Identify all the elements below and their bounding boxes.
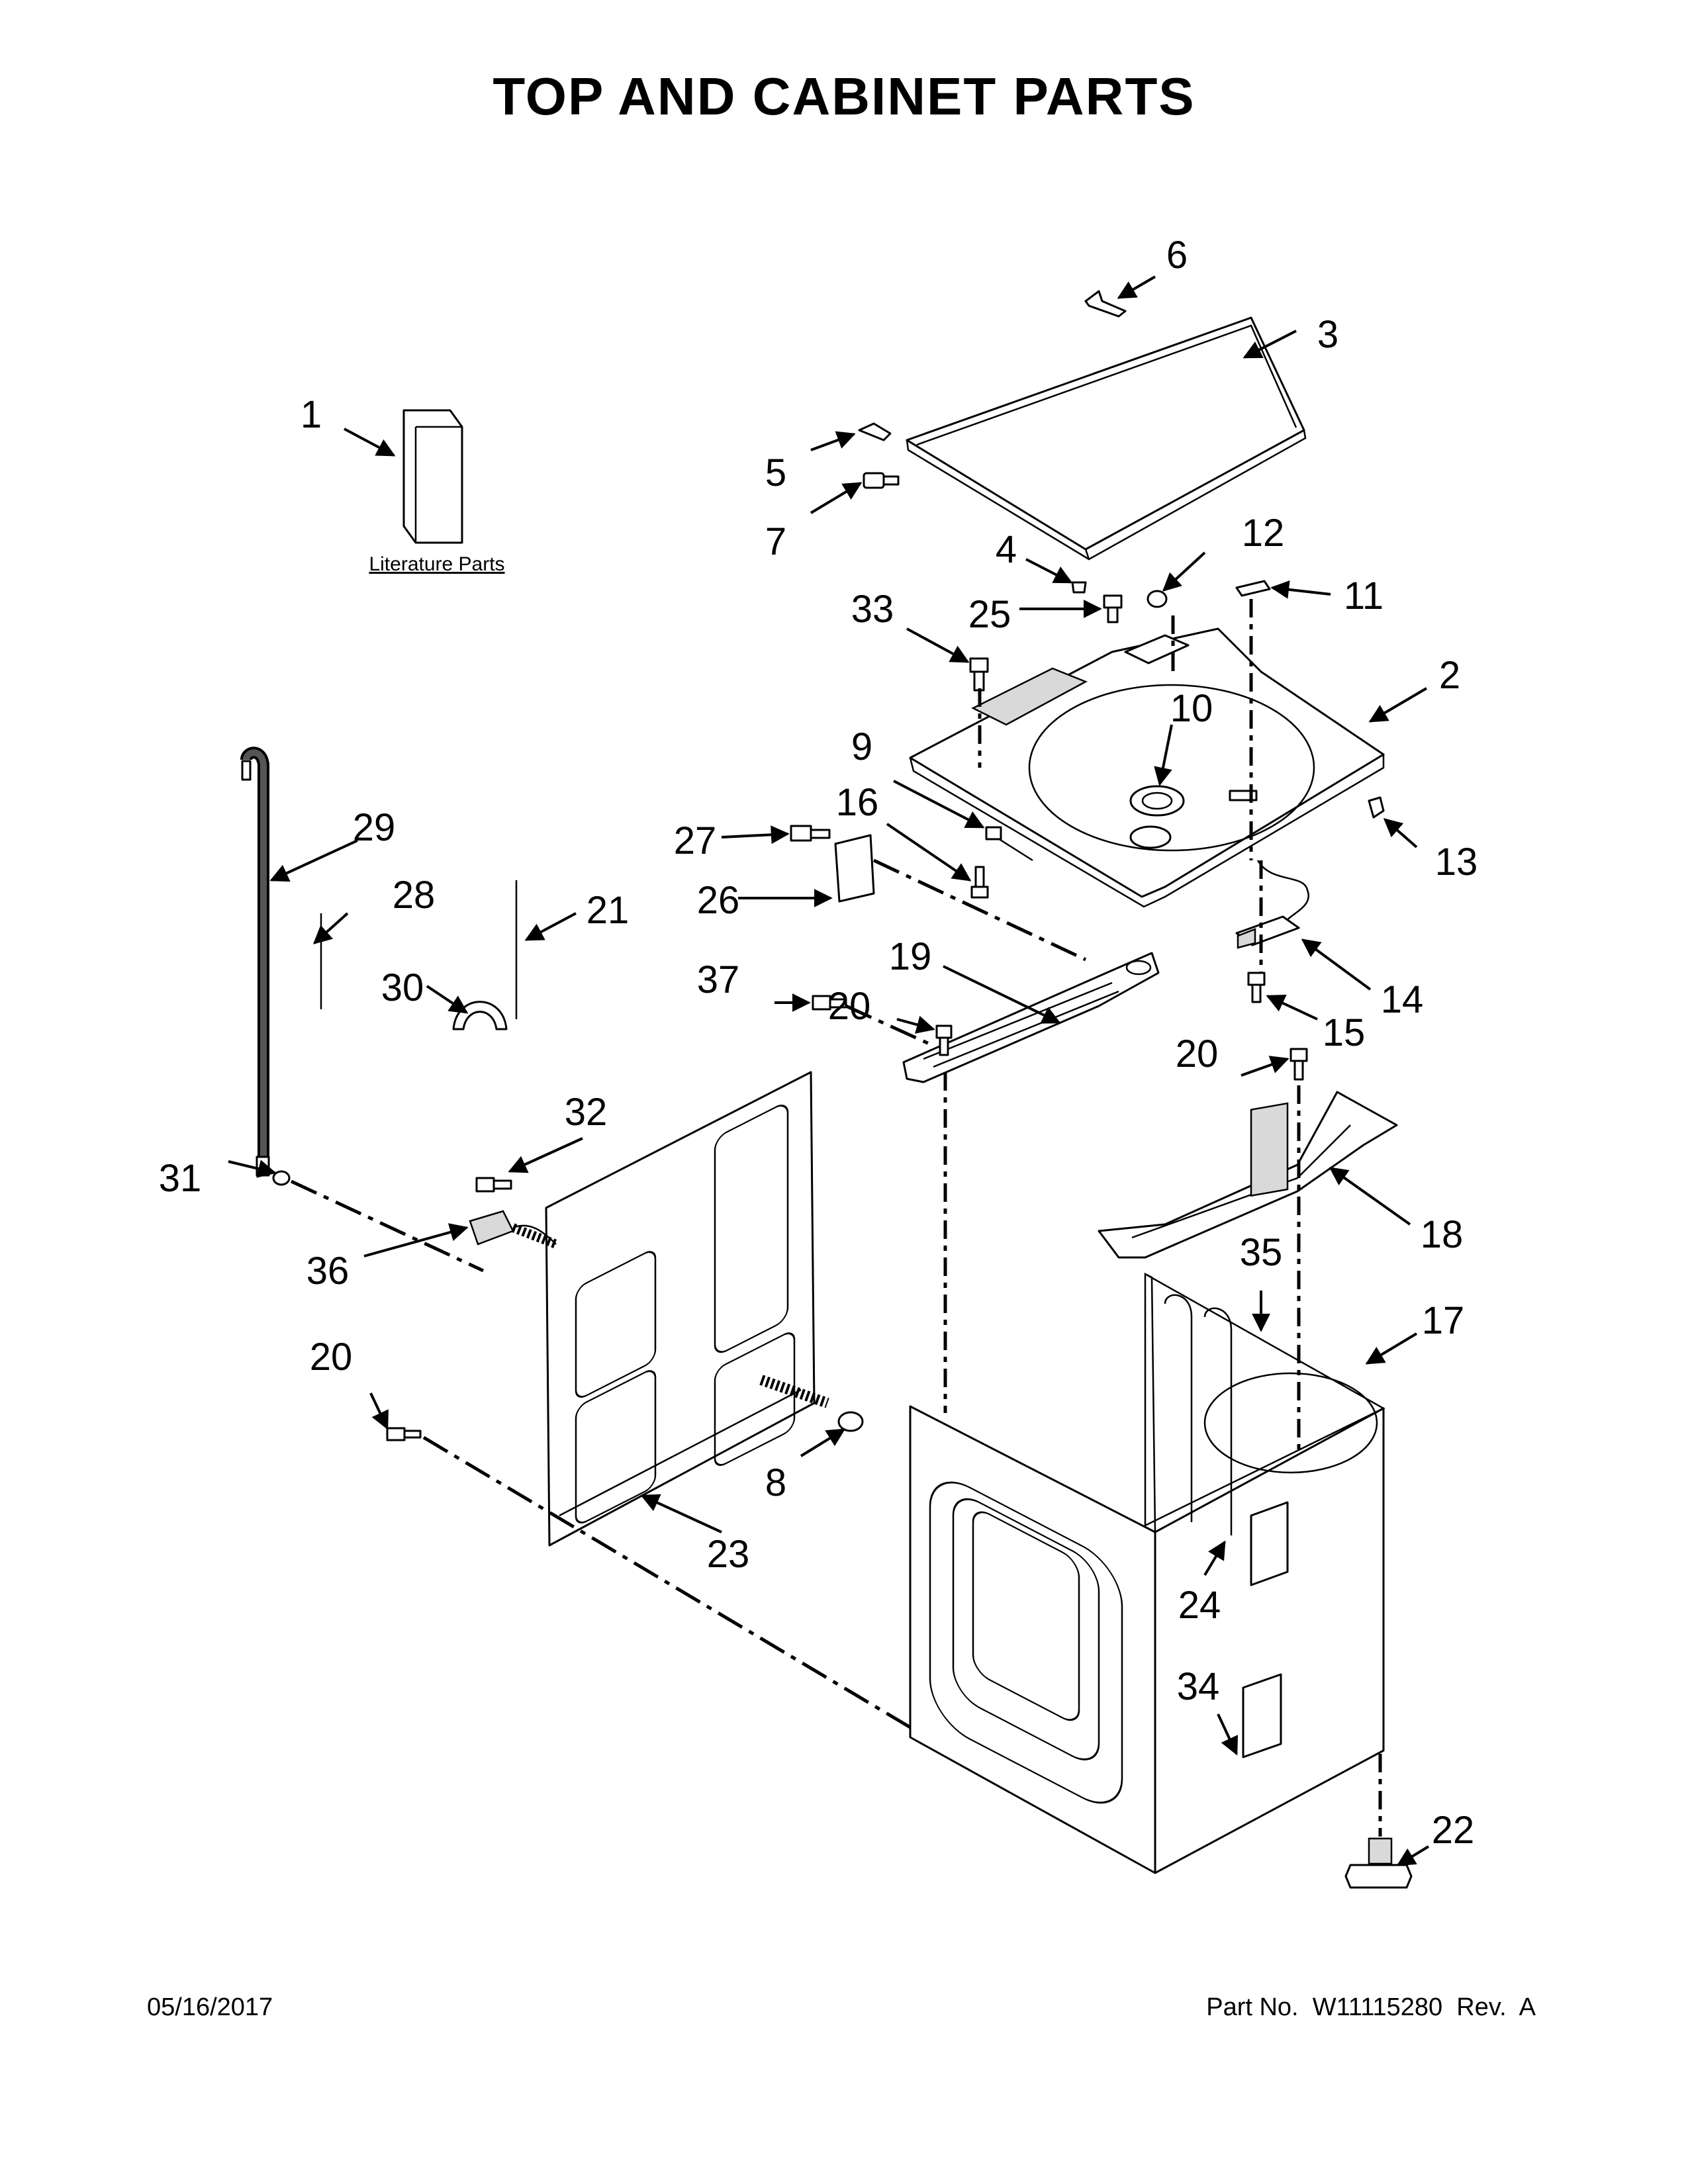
top-panel bbox=[909, 627, 1385, 908]
cabinet bbox=[909, 1102, 1385, 1874]
top-screw bbox=[1103, 594, 1123, 623]
callout-22: 22 bbox=[1432, 1809, 1475, 1852]
callout-5: 5 bbox=[765, 451, 786, 494]
callout-29: 29 bbox=[353, 806, 396, 849]
callout-17: 17 bbox=[1422, 1299, 1465, 1342]
page-title: TOP AND CABINET PARTS bbox=[492, 67, 1196, 126]
rear-panel-bottom-screw bbox=[386, 1427, 422, 1441]
callout-11: 11 bbox=[1344, 574, 1383, 617]
grommet bbox=[1147, 590, 1168, 608]
bracket-screw bbox=[790, 825, 831, 842]
callout-16: 16 bbox=[836, 781, 879, 824]
callout-20-a: 20 bbox=[828, 985, 871, 1028]
lid-bumper bbox=[1071, 581, 1087, 594]
footer-date: 05/16/2017 bbox=[147, 1993, 273, 2021]
wire-clip bbox=[1368, 796, 1385, 819]
callout-19: 19 bbox=[889, 935, 932, 978]
callout-12: 12 bbox=[1242, 512, 1285, 555]
footer-part-number: Part No. W11115280 Rev. A bbox=[1206, 1993, 1536, 2021]
callout-35: 35 bbox=[1240, 1231, 1283, 1274]
hose-clamp bbox=[272, 1170, 291, 1186]
callout-14: 14 bbox=[1381, 978, 1424, 1021]
lid-hinge-right bbox=[1084, 290, 1127, 318]
callout-4: 4 bbox=[996, 528, 1017, 571]
callout-30: 30 bbox=[381, 966, 424, 1009]
callout-33: 33 bbox=[851, 588, 894, 631]
callout-34: 34 bbox=[1177, 1665, 1220, 1708]
rear-panel bbox=[545, 1071, 816, 1547]
callout-37: 37 bbox=[697, 958, 740, 1001]
callout-20-c: 20 bbox=[310, 1336, 353, 1379]
callout-20-b: 20 bbox=[1176, 1032, 1219, 1075]
rail-screw-right bbox=[1289, 1048, 1308, 1081]
literature-parts-label: Literature Parts bbox=[369, 553, 504, 575]
callout-36: 36 bbox=[306, 1250, 350, 1293]
callout-15: 15 bbox=[1323, 1011, 1366, 1054]
lid-hinge-left bbox=[858, 422, 892, 441]
lid-lock-screw bbox=[1247, 972, 1266, 1003]
water-inlet-valve bbox=[469, 1210, 558, 1249]
callout-28: 28 bbox=[393, 874, 436, 917]
callout-32: 32 bbox=[565, 1091, 608, 1134]
callout-21: 21 bbox=[586, 889, 630, 932]
top-mounting-screw bbox=[969, 657, 989, 692]
front-cross-rail bbox=[902, 952, 1160, 1083]
hose-guide bbox=[452, 1001, 508, 1030]
callout-10: 10 bbox=[1170, 687, 1213, 730]
callout-1: 1 bbox=[301, 393, 322, 436]
rail-screw-left bbox=[935, 1024, 953, 1056]
callout-25: 25 bbox=[968, 593, 1011, 636]
callout-26: 26 bbox=[697, 879, 740, 922]
callout-23: 23 bbox=[707, 1533, 750, 1576]
callout-18: 18 bbox=[1421, 1213, 1464, 1256]
rail-screw-37 bbox=[812, 995, 847, 1011]
callout-9: 9 bbox=[851, 725, 872, 768]
mounting-screw-16 bbox=[970, 866, 989, 899]
callout-24: 24 bbox=[1178, 1584, 1221, 1627]
callout-6: 6 bbox=[1166, 234, 1188, 277]
lid-strike bbox=[1235, 580, 1271, 597]
literature-parts-booklet bbox=[402, 409, 463, 544]
callout-2: 2 bbox=[1439, 654, 1460, 697]
callout-27: 27 bbox=[674, 819, 717, 862]
callout-31: 31 bbox=[159, 1157, 202, 1200]
washer-lid bbox=[906, 316, 1307, 561]
switch-harness bbox=[985, 826, 1033, 862]
callout-8: 8 bbox=[765, 1461, 786, 1504]
rear-panel-screw bbox=[475, 1177, 512, 1193]
drain-hose-clamp bbox=[759, 1375, 864, 1432]
hinge-screw bbox=[863, 472, 900, 489]
callout-7: 7 bbox=[765, 520, 786, 563]
lid-lock-assembly bbox=[1235, 860, 1309, 949]
callout-13: 13 bbox=[1435, 841, 1478, 884]
cabinet-bracket bbox=[834, 834, 875, 903]
drain-hose bbox=[240, 747, 270, 1177]
callout-3: 3 bbox=[1317, 313, 1338, 356]
